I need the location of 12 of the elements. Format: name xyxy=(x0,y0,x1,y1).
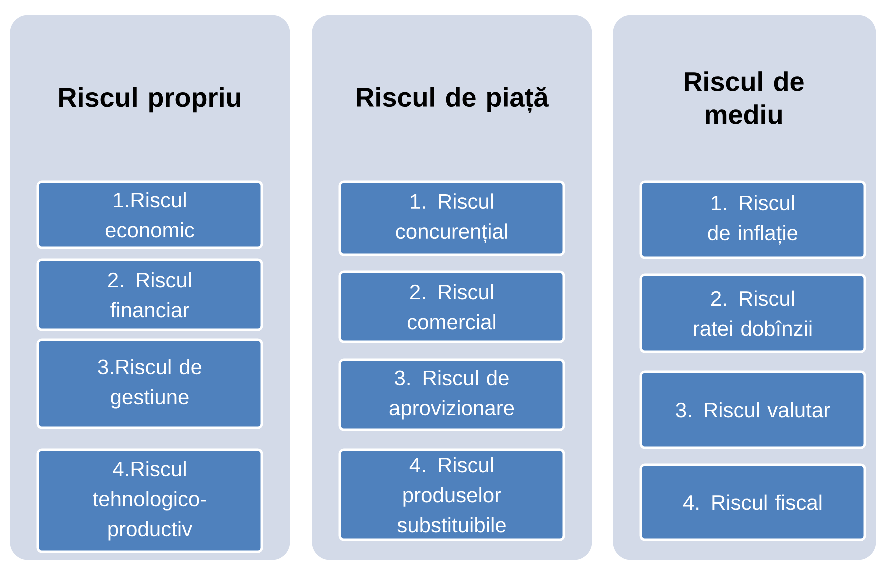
risk-box: 2. Riscul financiar xyxy=(36,258,264,332)
risk-box: 2. Riscul ratei dobînzii xyxy=(640,274,866,354)
risk-box: 4. Riscul fiscal xyxy=(640,464,866,542)
risk-box: 4.Riscul tehnologico-productiv xyxy=(36,448,264,554)
risk-box: 3.Riscul de gestiune xyxy=(36,338,264,430)
risk-box: 1. Riscul concurențial xyxy=(338,180,566,256)
risk-box: 1. Riscul de inflație xyxy=(640,180,866,260)
risk-box: 1.Riscul economic xyxy=(36,180,264,250)
risk-box: 4. Riscul produselor substituibile xyxy=(338,448,566,542)
risk-box: 3. Riscul valutar xyxy=(640,370,866,450)
risk-box: 2. Riscul comercial xyxy=(338,270,566,344)
risk-box: 3. Riscul de aprovizionare xyxy=(338,358,566,432)
